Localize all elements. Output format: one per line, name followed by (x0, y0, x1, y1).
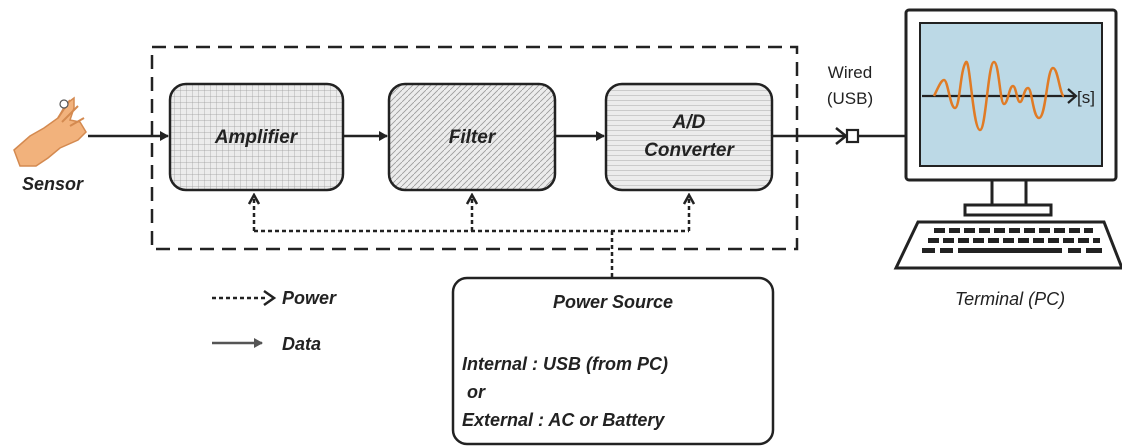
adc-block: A/D Converter (604, 82, 774, 192)
power-source-or: or (467, 382, 486, 402)
terminal-label: Terminal (PC) (955, 289, 1065, 309)
wired-label: Wired (828, 63, 872, 82)
terminal-pc-icon: [s] (893, 8, 1122, 270)
power-source-internal: Internal : USB (from PC) (462, 354, 668, 374)
legend: Power Data (212, 288, 337, 354)
waveform-signal (932, 60, 1066, 132)
sensor-node-icon (59, 99, 69, 109)
keyboard (893, 220, 1122, 270)
axis-arrow-icon (1067, 88, 1078, 104)
usb-label: (USB) (827, 89, 873, 108)
monitor-stand (990, 178, 1028, 207)
monitor-base (963, 203, 1053, 217)
axis-unit-label: [s] (1077, 88, 1095, 107)
power-lines (254, 196, 689, 278)
device-enclosure (150, 45, 799, 251)
adc-label-line2: Converter (644, 140, 735, 161)
legend-data-label: Data (282, 334, 321, 354)
usb-connector-icon (845, 128, 860, 144)
keyboard-keys (922, 228, 1102, 253)
filter-block: Filter (387, 82, 557, 192)
filter-label: Filter (449, 127, 497, 148)
adc-label-line1: A/D (672, 112, 706, 133)
power-source-external: External : AC or Battery (462, 410, 665, 430)
amplifier-block: Amplifier (168, 82, 345, 192)
legend-power-arrow-icon (263, 289, 277, 307)
power-source-title: Power Source (553, 292, 673, 312)
amplifier-label: Amplifier (214, 127, 299, 148)
sensor-label: Sensor (22, 174, 84, 194)
legend-power-label: Power (282, 288, 337, 308)
sensor-hand-icon (13, 96, 87, 167)
spacebar (958, 248, 1062, 253)
power-source-box: Power Source Internal : USB (from PC) or… (451, 276, 775, 446)
